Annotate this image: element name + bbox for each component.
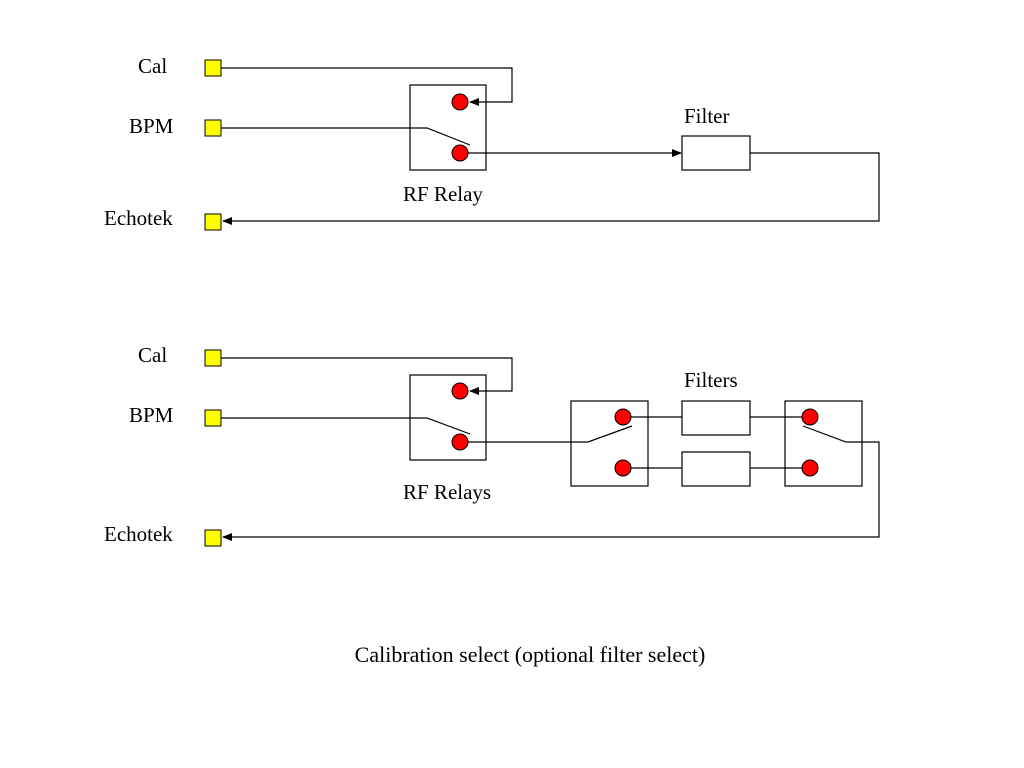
bottom-filters-label: Filters — [684, 368, 738, 392]
bottom-cal-label: Cal — [138, 343, 167, 367]
top-bpm-port — [204, 119, 222, 137]
top-bpm-wire — [221, 127, 471, 146]
bottom-bpm-wire — [221, 417, 471, 435]
bottom-relay-to-echotek-wire — [222, 425, 880, 541]
bottom-filter-relay-right-contact-lower — [801, 459, 819, 477]
top-echotek-label: Echotek — [104, 206, 173, 230]
bottom-relays-label: RF Relays — [403, 480, 491, 504]
bottom-cal-wire — [221, 357, 513, 395]
bottom-cal-port — [204, 349, 222, 367]
bottom-bpm-label: BPM — [129, 403, 174, 427]
caption: Calibration select (optional filter sele… — [355, 642, 706, 667]
bottom-echotek-label: Echotek — [104, 522, 173, 546]
top-cal-port — [204, 59, 222, 77]
top-filter-to-echotek-wire — [222, 152, 880, 225]
bottom-filter-relay-left-box — [570, 400, 649, 487]
bottom-cal-relay-contact-upper — [451, 382, 469, 400]
top-relay-contact-upper — [451, 93, 469, 111]
top-filter-label: Filter — [684, 104, 730, 128]
bottom-filter-relay-left-contact-upper — [614, 408, 632, 426]
bottom-bpm-port — [204, 409, 222, 427]
top-diagram: Cal BPM Echotek Filter RF Relay — [104, 54, 880, 231]
bottom-cal-relay-contact-lower — [451, 433, 469, 451]
top-echotek-port — [204, 213, 222, 231]
bottom-diagram: Cal BPM Echotek Filters RF Relays — [104, 343, 880, 547]
bottom-filter-lower-box — [681, 451, 751, 487]
bottom-filter-relay-right-contact-upper — [801, 408, 819, 426]
top-relay-label: RF Relay — [403, 182, 483, 206]
bottom-filter-relay-left-contact-lower — [614, 459, 632, 477]
bottom-echotek-port — [204, 529, 222, 547]
top-cal-wire — [221, 67, 513, 106]
bottom-relay-to-filter-relay-wire — [468, 425, 633, 443]
bottom-filter-upper-box — [681, 400, 751, 436]
top-relay-contact-lower — [451, 144, 469, 162]
top-filter-box — [681, 135, 751, 171]
top-cal-label: Cal — [138, 54, 167, 78]
top-bpm-label: BPM — [129, 114, 174, 138]
bottom-filter-relay-right-box — [784, 400, 863, 487]
